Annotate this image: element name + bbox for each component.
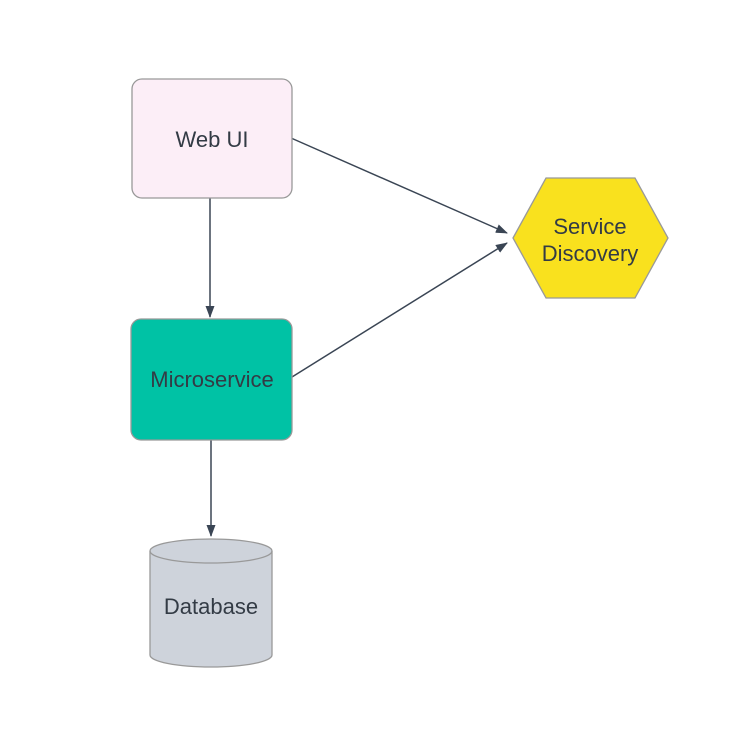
edge-microservice-to-service-discovery — [291, 242, 508, 378]
database-shape — [149, 538, 273, 668]
service-discovery-label-line1: Service — [553, 214, 626, 239]
node-web-ui: Web UI — [131, 78, 293, 199]
node-database: Database — [149, 538, 273, 668]
node-service-discovery: Service Discovery — [512, 177, 669, 299]
microservice-shape — [130, 318, 293, 441]
service-discovery-label-line2: Discovery — [542, 241, 639, 266]
web-ui-shape — [131, 78, 293, 199]
database-label: Database — [164, 594, 258, 619]
web-ui-label: Web UI — [176, 127, 249, 152]
node-microservice: Microservice — [130, 318, 293, 441]
microservice-label: Microservice — [150, 367, 273, 392]
database-rim — [149, 550, 273, 564]
service-discovery-shape — [512, 177, 669, 299]
edge-layer — [205, 137, 508, 537]
edge-webui-to-service-discovery — [290, 137, 508, 234]
